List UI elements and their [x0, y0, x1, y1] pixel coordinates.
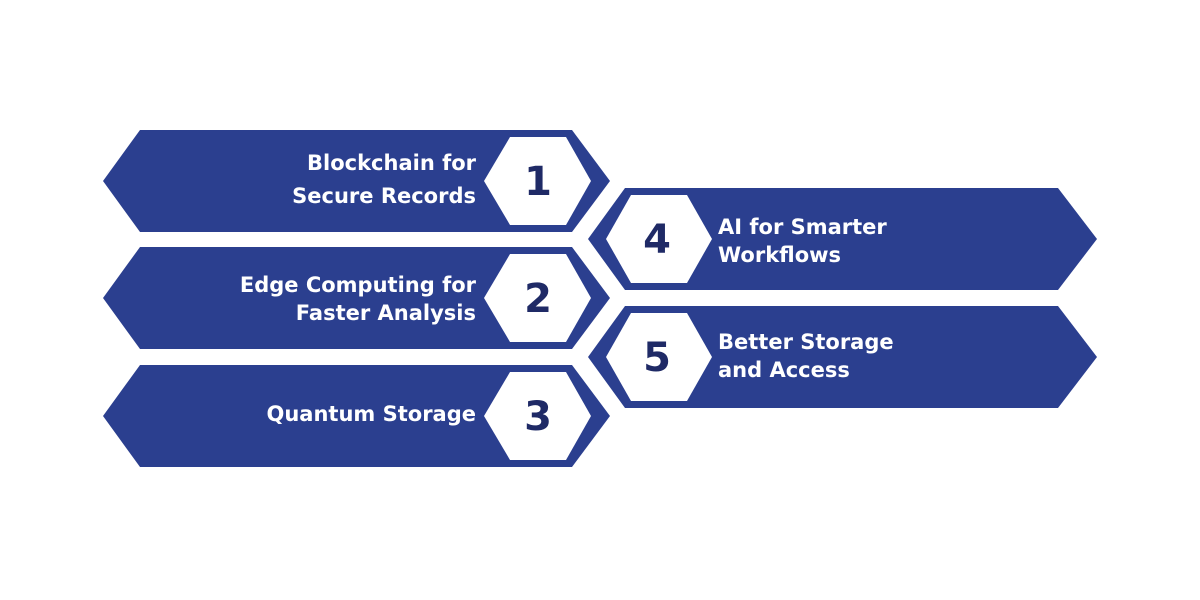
item-1: 1 Blockchain for Secure Records: [103, 130, 610, 232]
item-4-number: 4: [643, 217, 671, 263]
item-2-number: 2: [524, 276, 552, 322]
badge-3-hexagon: [484, 372, 591, 460]
item-2-label-line-2: Faster Analysis: [296, 301, 476, 325]
item-3-number: 3: [524, 394, 552, 440]
item-4-label-line-2: Workflows: [718, 243, 841, 267]
item-3-label-line-1: Quantum Storage: [267, 402, 477, 426]
item-1-number: 1: [524, 159, 552, 205]
banner-4-shape: [588, 188, 1097, 290]
item-1-label-line-1: Blockchain for: [307, 151, 477, 175]
item-2: 2 Edge Computing for Faster Analysis: [103, 247, 610, 349]
banner-1-shape: [103, 130, 610, 232]
banner-3-shape: [103, 365, 610, 467]
badge-1-hexagon: [484, 137, 591, 225]
item-4-label-line-1: AI for Smarter: [718, 215, 887, 239]
banner-5-shape: [588, 306, 1097, 408]
item-2-label-line-1: Edge Computing for: [240, 273, 477, 297]
item-3: 3 Quantum Storage: [103, 365, 610, 467]
item-5-number: 5: [643, 335, 671, 381]
item-1-label-line-2: Secure Records: [292, 184, 476, 208]
badge-5-hexagon: [606, 313, 712, 401]
item-5-label-line-2: and Access: [718, 358, 850, 382]
item-5: 5 Better Storage and Access: [588, 306, 1097, 408]
badge-4-hexagon: [606, 195, 712, 283]
item-5-label-line-1: Better Storage: [718, 330, 894, 354]
item-4: 4 AI for Smarter Workflows: [588, 188, 1097, 290]
banner-2-shape: [103, 247, 610, 349]
badge-2-hexagon: [484, 254, 591, 342]
